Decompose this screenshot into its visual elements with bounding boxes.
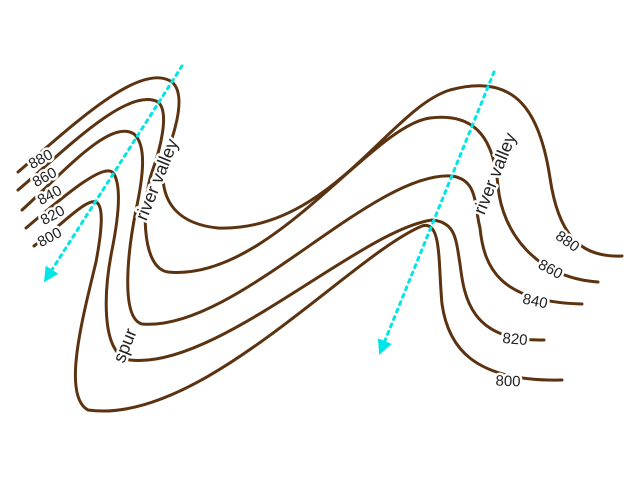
- contour-label-800-left: 800: [35, 224, 65, 251]
- contour-line-840: [20, 129, 584, 326]
- flow-arrow-right-valley: [377, 70, 496, 355]
- contour-label-880-right: 880: [552, 227, 582, 255]
- contour-label-820-right: 820: [502, 330, 528, 349]
- flow-arrow-left-valley: [43, 64, 184, 283]
- river-valley-label-right: river valley: [469, 130, 520, 217]
- contour-label-800-right: 800: [495, 373, 521, 391]
- contour-line-820: [24, 169, 546, 362]
- contour-line-860: [16, 98, 600, 284]
- contour-line-800: [32, 200, 564, 413]
- contour-line-880: [16, 76, 624, 258]
- contour-label-840-right: 840: [521, 291, 549, 313]
